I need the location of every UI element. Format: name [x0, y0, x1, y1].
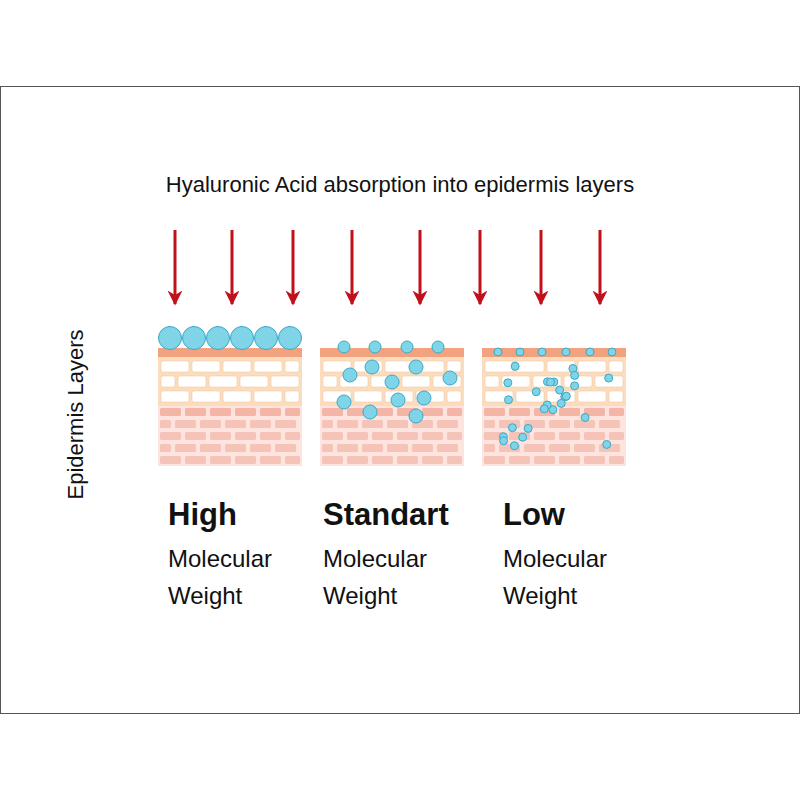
molecule [519, 433, 527, 441]
arrow [351, 230, 354, 304]
molecule [391, 393, 405, 407]
molecule [581, 413, 589, 421]
caption-text: Molecular Weight [503, 540, 631, 614]
molecule [401, 341, 413, 353]
molecule [338, 341, 350, 353]
molecule [279, 327, 302, 350]
molecule [504, 396, 512, 404]
molecule [562, 348, 570, 356]
molecule [369, 341, 381, 353]
arrow [599, 230, 602, 304]
molecule [511, 362, 519, 370]
molecule [432, 341, 444, 353]
molecule [504, 379, 512, 387]
category-label: Low [503, 496, 643, 534]
axis-label: Epidermis Layers [57, 310, 94, 520]
molecule [508, 424, 516, 432]
absorption-arrows [175, 230, 600, 304]
skin-panel [482, 348, 626, 466]
skin-panel [158, 327, 302, 467]
molecule [586, 348, 594, 356]
molecule [337, 395, 351, 409]
molecule [494, 348, 502, 356]
title: Hyaluronic Acid absorption into epidermi… [0, 171, 800, 199]
molecule [183, 327, 206, 350]
arrow [419, 230, 422, 304]
molecule [409, 360, 423, 374]
molecule [365, 360, 379, 374]
molecule [608, 348, 616, 356]
caption-text: Molecular Weight [168, 540, 296, 614]
molecule [532, 388, 540, 396]
molecule [603, 440, 611, 448]
molecule [255, 327, 278, 350]
molecule [363, 405, 377, 419]
molecule [605, 374, 613, 382]
category-label: Standart [323, 496, 483, 534]
molecule [516, 348, 524, 356]
molecule [510, 442, 518, 450]
molecule [571, 382, 579, 390]
arrow [231, 230, 234, 304]
molecule [409, 409, 423, 423]
molecule [343, 368, 357, 382]
arrow [479, 230, 482, 304]
arrow [540, 230, 543, 304]
frame [1, 87, 800, 714]
molecule [207, 327, 230, 350]
molecule [231, 327, 254, 350]
skin-panel [320, 341, 464, 466]
molecule [159, 327, 182, 350]
caption-text: Molecular Weight [323, 540, 451, 614]
molecule [538, 348, 546, 356]
arrow [292, 230, 295, 304]
molecule [571, 371, 579, 379]
molecule [385, 375, 399, 389]
skin-panels [158, 327, 626, 467]
arrow [174, 230, 177, 304]
molecule [524, 424, 532, 432]
category-label: High [168, 496, 308, 534]
molecule [557, 399, 565, 407]
molecule [546, 378, 554, 386]
molecule [443, 371, 457, 385]
molecule [540, 405, 548, 413]
molecule [500, 437, 508, 445]
molecule [556, 386, 564, 394]
molecule [562, 392, 570, 400]
molecule [417, 391, 431, 405]
